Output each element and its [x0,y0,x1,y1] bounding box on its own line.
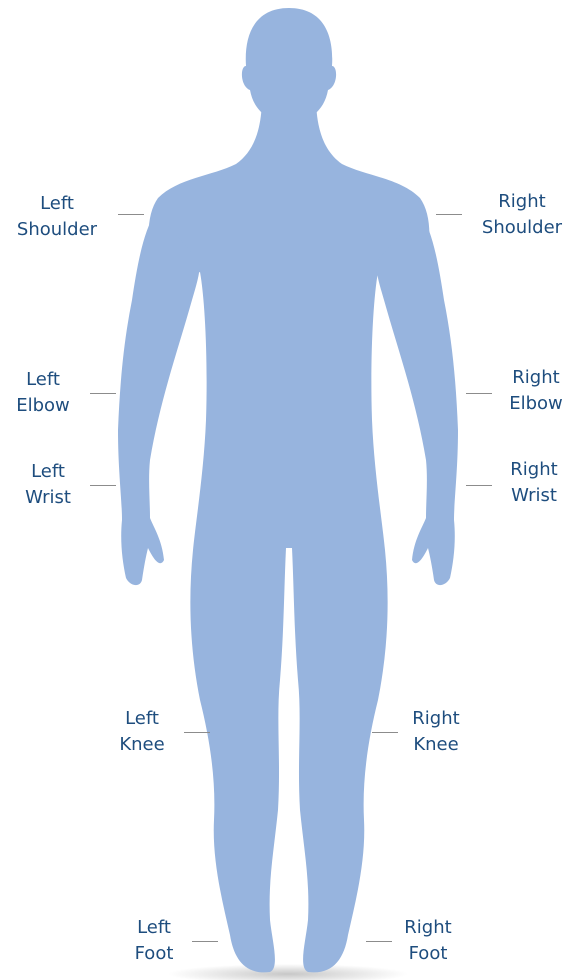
right-wrist-label-joint: Wrist [474,483,576,509]
right-wrist-label-side: Right [474,457,576,483]
head [242,8,336,124]
torso-and-legs [149,96,430,972]
right-elbow-label-side: Right [476,365,576,391]
left-knee-leader-line [184,732,210,733]
right-shoulder-label-side: Right [462,189,576,215]
right-elbow-label: Right Elbow [476,365,576,417]
right-knee-label-joint: Knee [376,732,496,758]
right-wrist-leader-line [466,485,492,486]
left-wrist-label-joint: Wrist [0,485,108,511]
left-foot-label-joint: Foot [94,941,214,967]
left-shoulder-label: Left Shoulder [0,191,117,243]
left-wrist-leader-line [90,485,116,486]
right-foot-leader-line [366,941,392,942]
right-arm [376,212,458,585]
left-elbow-label-joint: Elbow [0,393,103,419]
left-shoulder-label-joint: Shoulder [0,217,117,243]
right-foot-label-joint: Foot [368,941,488,967]
right-foot-label-side: Right [368,915,488,941]
right-knee-label-side: Right [376,706,496,732]
right-shoulder-leader-line [436,214,462,215]
left-elbow-label-side: Left [0,367,103,393]
left-arm [118,212,200,585]
right-shoulder-label-joint: Shoulder [462,215,576,241]
right-elbow-label-joint: Elbow [476,391,576,417]
left-wrist-label-side: Left [0,459,108,485]
right-elbow-leader-line [466,393,492,394]
right-wrist-label: Right Wrist [474,457,576,509]
left-foot-label-side: Left [94,915,214,941]
left-elbow-label: Left Elbow [0,367,103,419]
right-shoulder-label: Right Shoulder [462,189,576,241]
left-knee-label-joint: Knee [82,732,202,758]
body-shape [118,8,458,972]
left-foot-leader-line [192,941,218,942]
left-shoulder-leader-line [118,214,144,215]
left-elbow-leader-line [90,393,116,394]
left-shoulder-label-side: Left [0,191,117,217]
right-knee-leader-line [372,732,398,733]
left-knee-label-side: Left [82,706,202,732]
